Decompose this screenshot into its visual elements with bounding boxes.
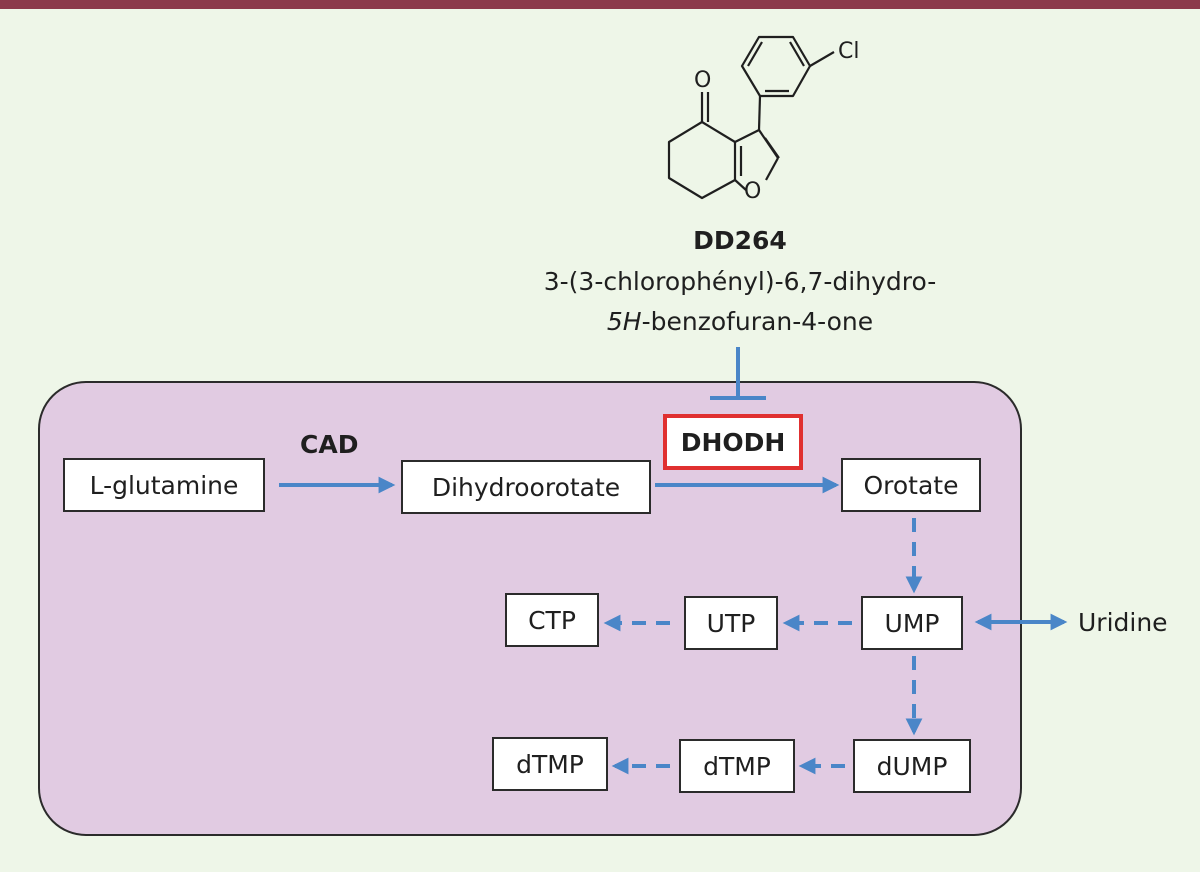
enzyme-cad: CAD bbox=[300, 430, 359, 459]
atom-cl: Cl bbox=[838, 39, 859, 64]
node-dihydroorotate: Dihydroorotate bbox=[401, 460, 651, 514]
compound-iupac-rest: -benzofuran-4-one bbox=[641, 307, 874, 336]
node-ctp: CTP bbox=[505, 593, 599, 647]
node-l-glutamine: L-glutamine bbox=[63, 458, 265, 512]
compound-iupac-line1: 3-(3-chlorophényl)-6,7-dihydro- bbox=[543, 267, 937, 296]
enzyme-dhodh: DHODH bbox=[663, 414, 803, 470]
node-dtmp-middle: dTMP bbox=[679, 739, 795, 793]
node-utp: UTP bbox=[684, 596, 778, 650]
dd264-structure: O O Cl bbox=[667, 35, 859, 204]
top-bar bbox=[0, 0, 1200, 9]
atom-o-furan: O bbox=[744, 179, 761, 204]
compound-name: DD264 bbox=[693, 226, 787, 255]
node-orotate: Orotate bbox=[841, 458, 981, 512]
node-dtmp-left: dTMP bbox=[492, 737, 608, 791]
node-dump: dUMP bbox=[853, 739, 971, 793]
atom-o-ketone: O bbox=[694, 68, 711, 93]
uridine-label: Uridine bbox=[1078, 608, 1168, 637]
compound-iupac-italic: 5H bbox=[606, 307, 642, 336]
compound-iupac-line2: 5H-benzofuran-4-one bbox=[470, 307, 1010, 336]
node-ump: UMP bbox=[861, 596, 963, 650]
